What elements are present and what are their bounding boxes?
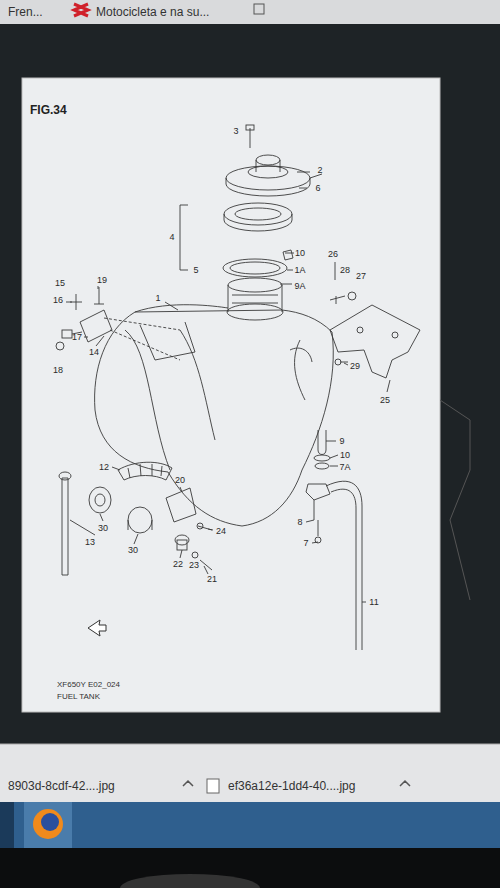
browser-tab: Motocicleta e na su... <box>96 6 209 18</box>
callout-number: 8 <box>297 518 302 527</box>
callout-number: 11 <box>369 598 378 607</box>
callout-number: 18 <box>53 366 63 375</box>
callout-number: 17 <box>72 333 82 342</box>
brand-logo <box>74 4 88 16</box>
callout-number: 29 <box>350 362 360 371</box>
callout-number: 12 <box>99 463 109 472</box>
file-icon <box>207 779 219 793</box>
browser-tab: Fren... <box>8 6 43 18</box>
background-sketch <box>440 400 470 600</box>
callout-number: 23 <box>189 561 199 570</box>
download-file: 8903d-8cdf-42....jpg <box>8 780 115 792</box>
callout-number: 7A <box>339 463 350 472</box>
callout-number: 30 <box>98 524 108 533</box>
callout-number: 3 <box>233 127 238 136</box>
firefox-icon <box>33 809 63 839</box>
callout-number: 15 <box>55 279 65 288</box>
callout-number: 28 <box>340 266 350 275</box>
drawing-code: XF650Y E02_024 <box>57 681 120 689</box>
callout-number: 21 <box>207 575 217 584</box>
callout-number: 9A <box>294 282 305 291</box>
callout-number: 27 <box>356 272 366 281</box>
callout-number: 20 <box>175 476 185 485</box>
callout-number: 26 <box>328 250 338 259</box>
callout-number: 14 <box>89 348 99 357</box>
callout-number: 19 <box>97 276 107 285</box>
viewer-ground <box>0 24 500 744</box>
taskbar <box>0 802 500 848</box>
taskbar-button <box>24 802 72 848</box>
callout-number: 10 <box>340 451 350 460</box>
callout-number: 22 <box>173 560 183 569</box>
fuel-tank-drawing <box>56 125 420 650</box>
callout-number: 5 <box>193 266 198 275</box>
callout-number: 1 <box>155 294 160 303</box>
callout-number: 1A <box>294 266 305 275</box>
figure-caption: FUEL TANK <box>57 693 100 701</box>
tab-icon <box>254 4 264 14</box>
callout-number: 10 <box>295 249 305 258</box>
paper-sheet <box>22 78 440 712</box>
figure-number: FIG.34 <box>30 104 67 116</box>
tab-bar <box>0 0 500 24</box>
download-file: ef36a12e-1dd4-40....jpg <box>228 780 355 792</box>
callout-number: 6 <box>315 184 320 193</box>
callout-number: 4 <box>169 233 174 242</box>
callout-number: 2 <box>317 166 322 175</box>
callout-number: 24 <box>216 527 226 536</box>
callout-number: 7 <box>303 539 308 548</box>
callout-number: 30 <box>128 546 138 555</box>
front-arrow <box>88 620 106 636</box>
callout-number: 9 <box>339 437 344 446</box>
callout-number: 13 <box>85 538 95 547</box>
callout-number: 16 <box>53 296 63 305</box>
downloads-bar <box>0 744 500 802</box>
callout-number: 25 <box>380 396 390 405</box>
